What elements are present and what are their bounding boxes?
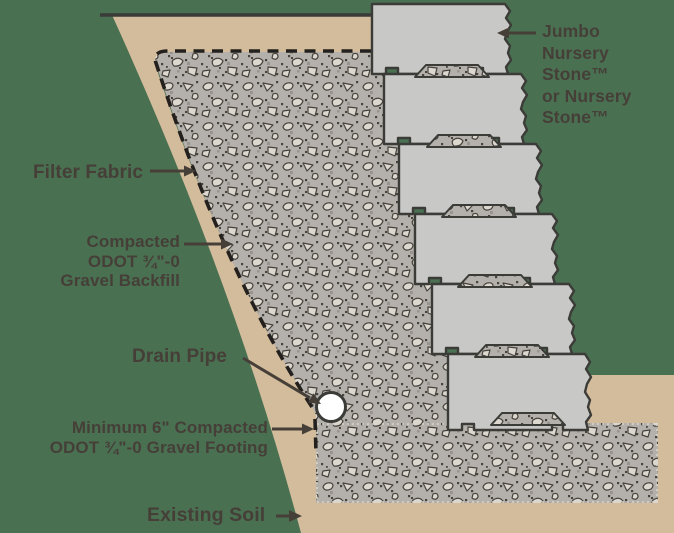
footing-dotted-edge bbox=[316, 423, 658, 503]
soil-left-band bbox=[110, 15, 372, 533]
gravel-key-pad bbox=[426, 134, 502, 148]
existing-soil-arrow bbox=[276, 510, 302, 522]
nursery-stone-block-4 bbox=[413, 212, 560, 286]
label-jumbo-nursery-stone: Jumbo Nursery Stone™ or Nursery Stone™ bbox=[542, 21, 632, 127]
leader-arrows bbox=[150, 27, 536, 522]
gravel-key-pad bbox=[457, 274, 533, 288]
nursery-stone-block-2 bbox=[382, 72, 529, 146]
label-gravel-backfill: Compacted ODOT ¾"-0 Gravel Backfill bbox=[60, 232, 180, 290]
nursery-stone-blocks bbox=[370, 2, 593, 432]
gravel-key-pad bbox=[414, 64, 490, 78]
gravel-key-pad bbox=[441, 204, 517, 218]
jumbo-arrow bbox=[497, 27, 536, 39]
gravel-key-pads bbox=[414, 64, 566, 426]
filter-fabric-arrow bbox=[150, 165, 196, 177]
nursery-stone-block-5 bbox=[430, 282, 577, 356]
nursery-stone-block-3 bbox=[397, 142, 544, 216]
drain-pipe-arrow bbox=[242, 356, 321, 404]
label-drain-pipe: Drain Pipe bbox=[132, 346, 227, 367]
gravel-backfill-and-footing bbox=[155, 52, 658, 503]
gravel-key-pad bbox=[474, 344, 550, 358]
label-gravel-footing: Minimum 6" Compacted ODOT ¾"-0 Gravel Fo… bbox=[49, 418, 268, 457]
label-existing-soil: Existing Soil bbox=[147, 504, 266, 526]
filter-fabric-dashed-line bbox=[153, 49, 371, 453]
gravel-footing-arrow bbox=[272, 423, 314, 435]
nursery-stone-block-6 bbox=[446, 352, 593, 432]
label-filter-fabric: Filter Fabric bbox=[32, 162, 143, 183]
drain-pipe bbox=[315, 391, 347, 423]
gravel-key-pad bbox=[490, 412, 566, 426]
nursery-stone-block-1 bbox=[370, 2, 513, 76]
gravel-backfill-arrow bbox=[184, 238, 233, 250]
